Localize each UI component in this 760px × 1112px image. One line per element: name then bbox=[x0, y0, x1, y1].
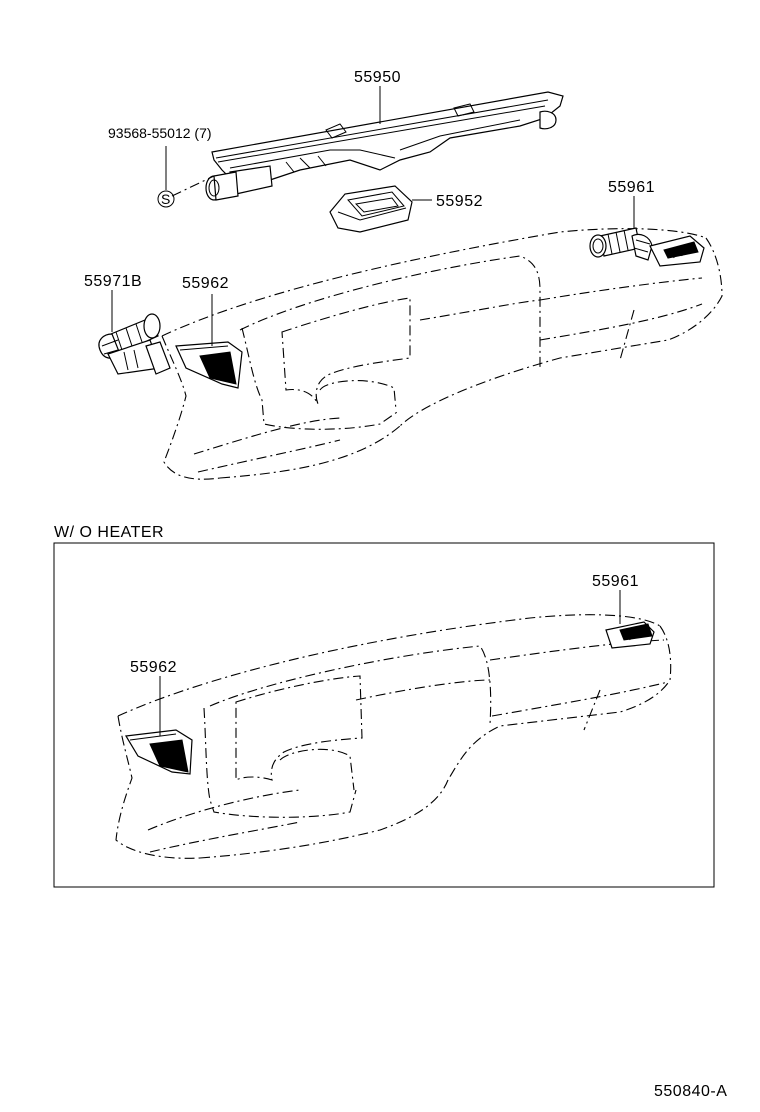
side-register-right-55961 bbox=[589, 227, 705, 267]
label-55971b: 55971B bbox=[84, 273, 142, 290]
label-55961-box: 55961 bbox=[592, 573, 639, 590]
wo-heater-title: W/ O HEATER bbox=[54, 524, 164, 541]
hose-55971b bbox=[98, 313, 171, 375]
instrument-panel-top bbox=[161, 228, 723, 480]
diagram-code: 550840-A bbox=[654, 1083, 727, 1100]
clip-symbol: S bbox=[157, 190, 175, 208]
center-register-55952 bbox=[329, 185, 413, 233]
label-55952: 55952 bbox=[436, 193, 483, 210]
side-register-right-box bbox=[605, 621, 655, 649]
wo-heater-box bbox=[53, 542, 715, 888]
side-register-left-55962 bbox=[175, 341, 243, 389]
instrument-panel-wo-heater bbox=[115, 614, 672, 859]
label-55950: 55950 bbox=[354, 69, 401, 86]
leader-93568-dashed bbox=[171, 175, 215, 197]
side-register-left-box bbox=[125, 729, 193, 775]
label-55962-box: 55962 bbox=[130, 659, 177, 676]
label-93568: 93568-55012 (7) bbox=[108, 125, 212, 141]
label-55962-top: 55962 bbox=[182, 275, 229, 292]
label-55961-top: 55961 bbox=[608, 179, 655, 196]
defroster-nozzle-55950 bbox=[205, 91, 564, 201]
clip-symbol-s: S bbox=[161, 191, 170, 207]
